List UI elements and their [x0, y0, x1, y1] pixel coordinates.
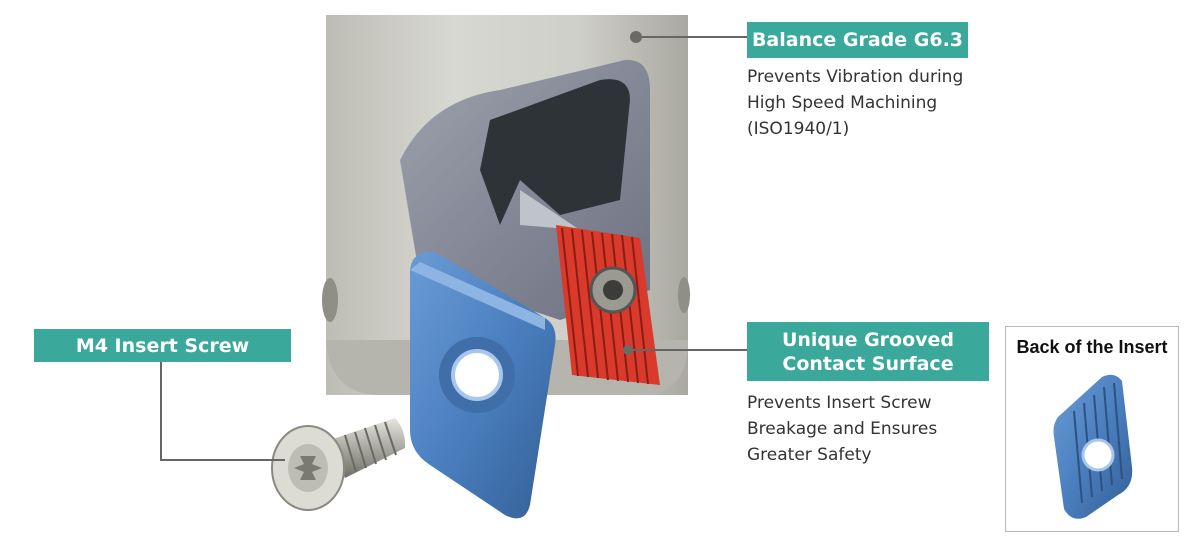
balance-desc-line: High Speed Machining	[747, 93, 938, 113]
back-of-insert-panel: Back of the Insert	[1005, 326, 1179, 532]
insert-screw-label: M4 Insert Screw	[34, 329, 291, 362]
balance-grade-description: Prevents Vibration during High Speed Mac…	[747, 64, 963, 142]
inset-title: Back of the Insert	[1016, 337, 1168, 357]
cutting-insert	[410, 251, 556, 519]
grooved-desc-line: Prevents Insert Screw	[747, 393, 932, 413]
balance-grade-label: Balance Grade G6.3	[747, 22, 968, 58]
grooved-surface-description: Prevents Insert Screw Breakage and Ensur…	[747, 390, 937, 468]
grooved-point-dot	[623, 345, 633, 355]
insert-screw	[271, 418, 406, 511]
grooved-label-line: Contact Surface	[782, 352, 954, 375]
leader-screw	[160, 362, 285, 461]
balance-desc-line: Prevents Vibration during	[747, 67, 964, 87]
leader-lines	[160, 36, 747, 461]
grooved-desc-line: Breakage and Ensures	[747, 419, 938, 439]
grooved-surface-label: Unique Grooved Contact Surface	[747, 322, 989, 381]
balance-desc-line: (ISO1940/1)	[747, 119, 850, 139]
grooved-contact-surface	[556, 225, 660, 385]
balance-point-dot	[630, 31, 642, 43]
grooved-desc-line: Greater Safety	[747, 445, 872, 465]
insert-back-illustration	[1053, 374, 1133, 519]
grooved-label-line: Unique Grooved	[781, 328, 955, 351]
